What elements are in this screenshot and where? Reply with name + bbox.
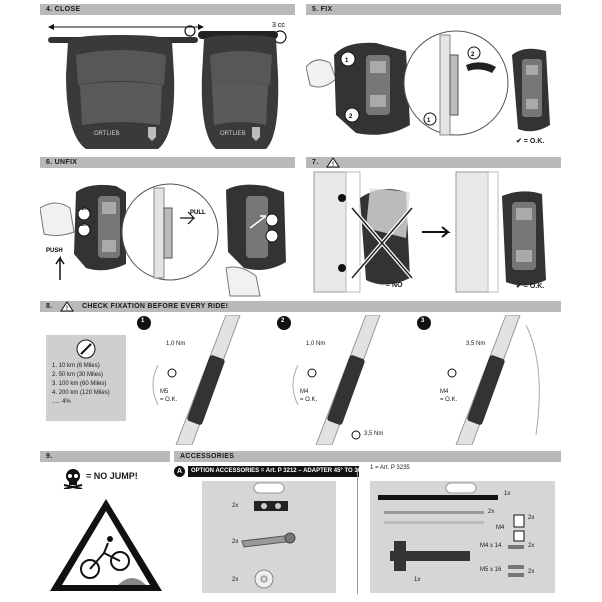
unfix-illustration: PUSH PULL — [40, 183, 286, 297]
accessory-pack-right: 1x 2x 2x 2x 1x 2x M4 M4 x 14 M5 x 16 — [370, 481, 555, 593]
option-badge: A — [174, 466, 185, 477]
section-bar: 8. ! CHECK FIXATION BEFORE EVERY RIDE! — [40, 301, 561, 312]
skull-icon — [63, 469, 83, 489]
svg-text:ORTLIEB: ORTLIEB — [94, 131, 120, 137]
svg-text:2: 2 — [349, 114, 353, 120]
svg-text:1: 1 — [427, 118, 431, 124]
accessory-pack-left: 2x 2x 2x — [202, 481, 336, 593]
push-label: PUSH — [46, 248, 63, 254]
pannier-bag-closed: ORTLIEB — [198, 31, 279, 149]
section-title: 9. — [46, 453, 53, 460]
section-bar: 4. CLOSE — [40, 4, 295, 15]
section-bar: ACCESSORIES — [174, 451, 561, 462]
bolt-size: M4 — [300, 389, 309, 395]
section-title: 8. — [46, 303, 53, 310]
distance-row: 2. 50 km (30 Miles) — [52, 372, 104, 378]
section-title: 6. UNFIX — [46, 159, 78, 166]
section-title: ACCESSORIES — [180, 453, 235, 460]
panel-no-jump: 9. = NO JUMP! — [40, 451, 170, 598]
section-bar: 5. FIX — [306, 4, 561, 15]
distance-more: ..... 4% — [52, 399, 71, 405]
fix-illustration: 1 2 2 1 — [306, 30, 550, 136]
count-label: 2x — [488, 509, 495, 515]
unfix-step-1: 1. — [81, 206, 87, 212]
warning-icon: ! — [326, 157, 340, 168]
svg-text:2: 2 — [471, 52, 475, 58]
tool-icon — [76, 339, 96, 359]
panel-close: 4. CLOSE 3 cc ORTLIEB — [40, 4, 295, 154]
step-number: 1 — [141, 318, 145, 324]
step-number: 3 — [421, 318, 425, 324]
warning-icon: ! — [60, 301, 74, 312]
ok-label: = O.K. — [300, 397, 318, 403]
panel-unfix: 6. UNFIX PUSH PULL 1. 2. — [40, 157, 295, 297]
distance-list: 1. 10 km (6 Miles) 2. 50 km (30 Miles) 3… — [52, 363, 110, 405]
panel-check-fixation: 8. ! CHECK FIXATION BEFORE EVERY RIDE! 1… — [40, 301, 561, 447]
svg-text:!: ! — [66, 306, 68, 312]
panel-warning-mount: 7. ! = NO ✔ = O.K. — [306, 157, 561, 297]
ok-label: ✔ = O.K. — [516, 283, 545, 290]
check-step-2: 2 1,0 Nm M4 = O.K. 3,5 Nm — [276, 315, 406, 445]
section-title: 5. FIX — [312, 6, 333, 13]
distance-row: 3. 100 km (60 Miles) — [52, 381, 107, 387]
distance-row: 1. 10 km (6 Miles) — [52, 363, 100, 369]
torque-bottom: 3,5 Nm — [364, 431, 384, 437]
count-label: 2x — [528, 543, 535, 549]
torque-top: 3,5 Nm — [466, 341, 486, 347]
divider — [357, 469, 358, 594]
check-step-1: 1 1,0 Nm M5 = O.K. — [136, 315, 266, 445]
section-bar: 7. ! — [306, 157, 561, 168]
count-label: 1x — [504, 491, 511, 497]
panel-fix: 5. FIX 1 2 2 1 — [306, 4, 561, 154]
distance-row: 4. 200 km (120 Miles) — [52, 390, 110, 396]
step-number: 2 — [281, 318, 285, 324]
count-label: 2x — [232, 577, 239, 583]
panel-accessories: ACCESSORIES A OPTION ACCESSORIES = Art. … — [174, 451, 561, 598]
svg-text:1: 1 — [345, 58, 349, 64]
section-bar: 9. — [40, 451, 170, 462]
distance-box: 1. 10 km (6 Miles) 2. 50 km (30 Miles) 3… — [46, 335, 126, 421]
bolt-label: M4 — [496, 525, 505, 531]
bolt-label: M5 x 16 — [480, 567, 502, 573]
distance-label: 3 cc — [272, 22, 285, 29]
unfix-step-2: 2. — [81, 222, 87, 228]
no-label: = NO — [386, 282, 403, 289]
right-pack-header: 1 = Art. P 3235 — [370, 465, 410, 471]
fix-ok-label: ✔ = O.K. — [516, 138, 545, 145]
svg-text:!: ! — [332, 162, 334, 168]
check-subtitle: CHECK FIXATION BEFORE EVERY RIDE! — [82, 303, 229, 310]
ok-label: = O.K. — [160, 397, 178, 403]
count-label: 2x — [232, 503, 239, 509]
count-label: 2x — [528, 569, 535, 575]
section-bar: 6. UNFIX — [40, 157, 295, 168]
svg-text:ORTLIEB: ORTLIEB — [220, 131, 246, 137]
option-text: OPTION ACCESSORIES = Art. P 3212 – ADAPT… — [188, 466, 359, 477]
pull-label: PULL — [190, 210, 206, 216]
skull-icon — [338, 194, 346, 272]
jump-warning-sign — [50, 499, 162, 591]
section-title: 4. CLOSE — [46, 6, 81, 13]
count-label: 2x — [528, 515, 535, 521]
mount-warning-illustration — [313, 171, 546, 293]
count-label: 2x — [232, 539, 239, 545]
section-title: 7. — [312, 159, 319, 166]
check-step-3: 3 3,5 Nm M4 = O.K. — [416, 315, 556, 445]
no-jump-label: = NO JUMP! — [86, 471, 138, 481]
torque-top: 1,0 Nm — [306, 341, 326, 347]
bolt-size: M5 — [160, 389, 169, 395]
ok-label: = O.K. — [440, 397, 458, 403]
bolt-size: M4 — [440, 389, 449, 395]
bolt-label: M4 x 14 — [480, 543, 502, 549]
torque-top: 1,0 Nm — [166, 341, 186, 347]
count-label: 1x — [414, 577, 421, 583]
pannier-bag-open: ORTLIEB — [48, 35, 198, 149]
close-illustration: 3 cc ORTLIEB ORTLIEB — [48, 22, 287, 149]
